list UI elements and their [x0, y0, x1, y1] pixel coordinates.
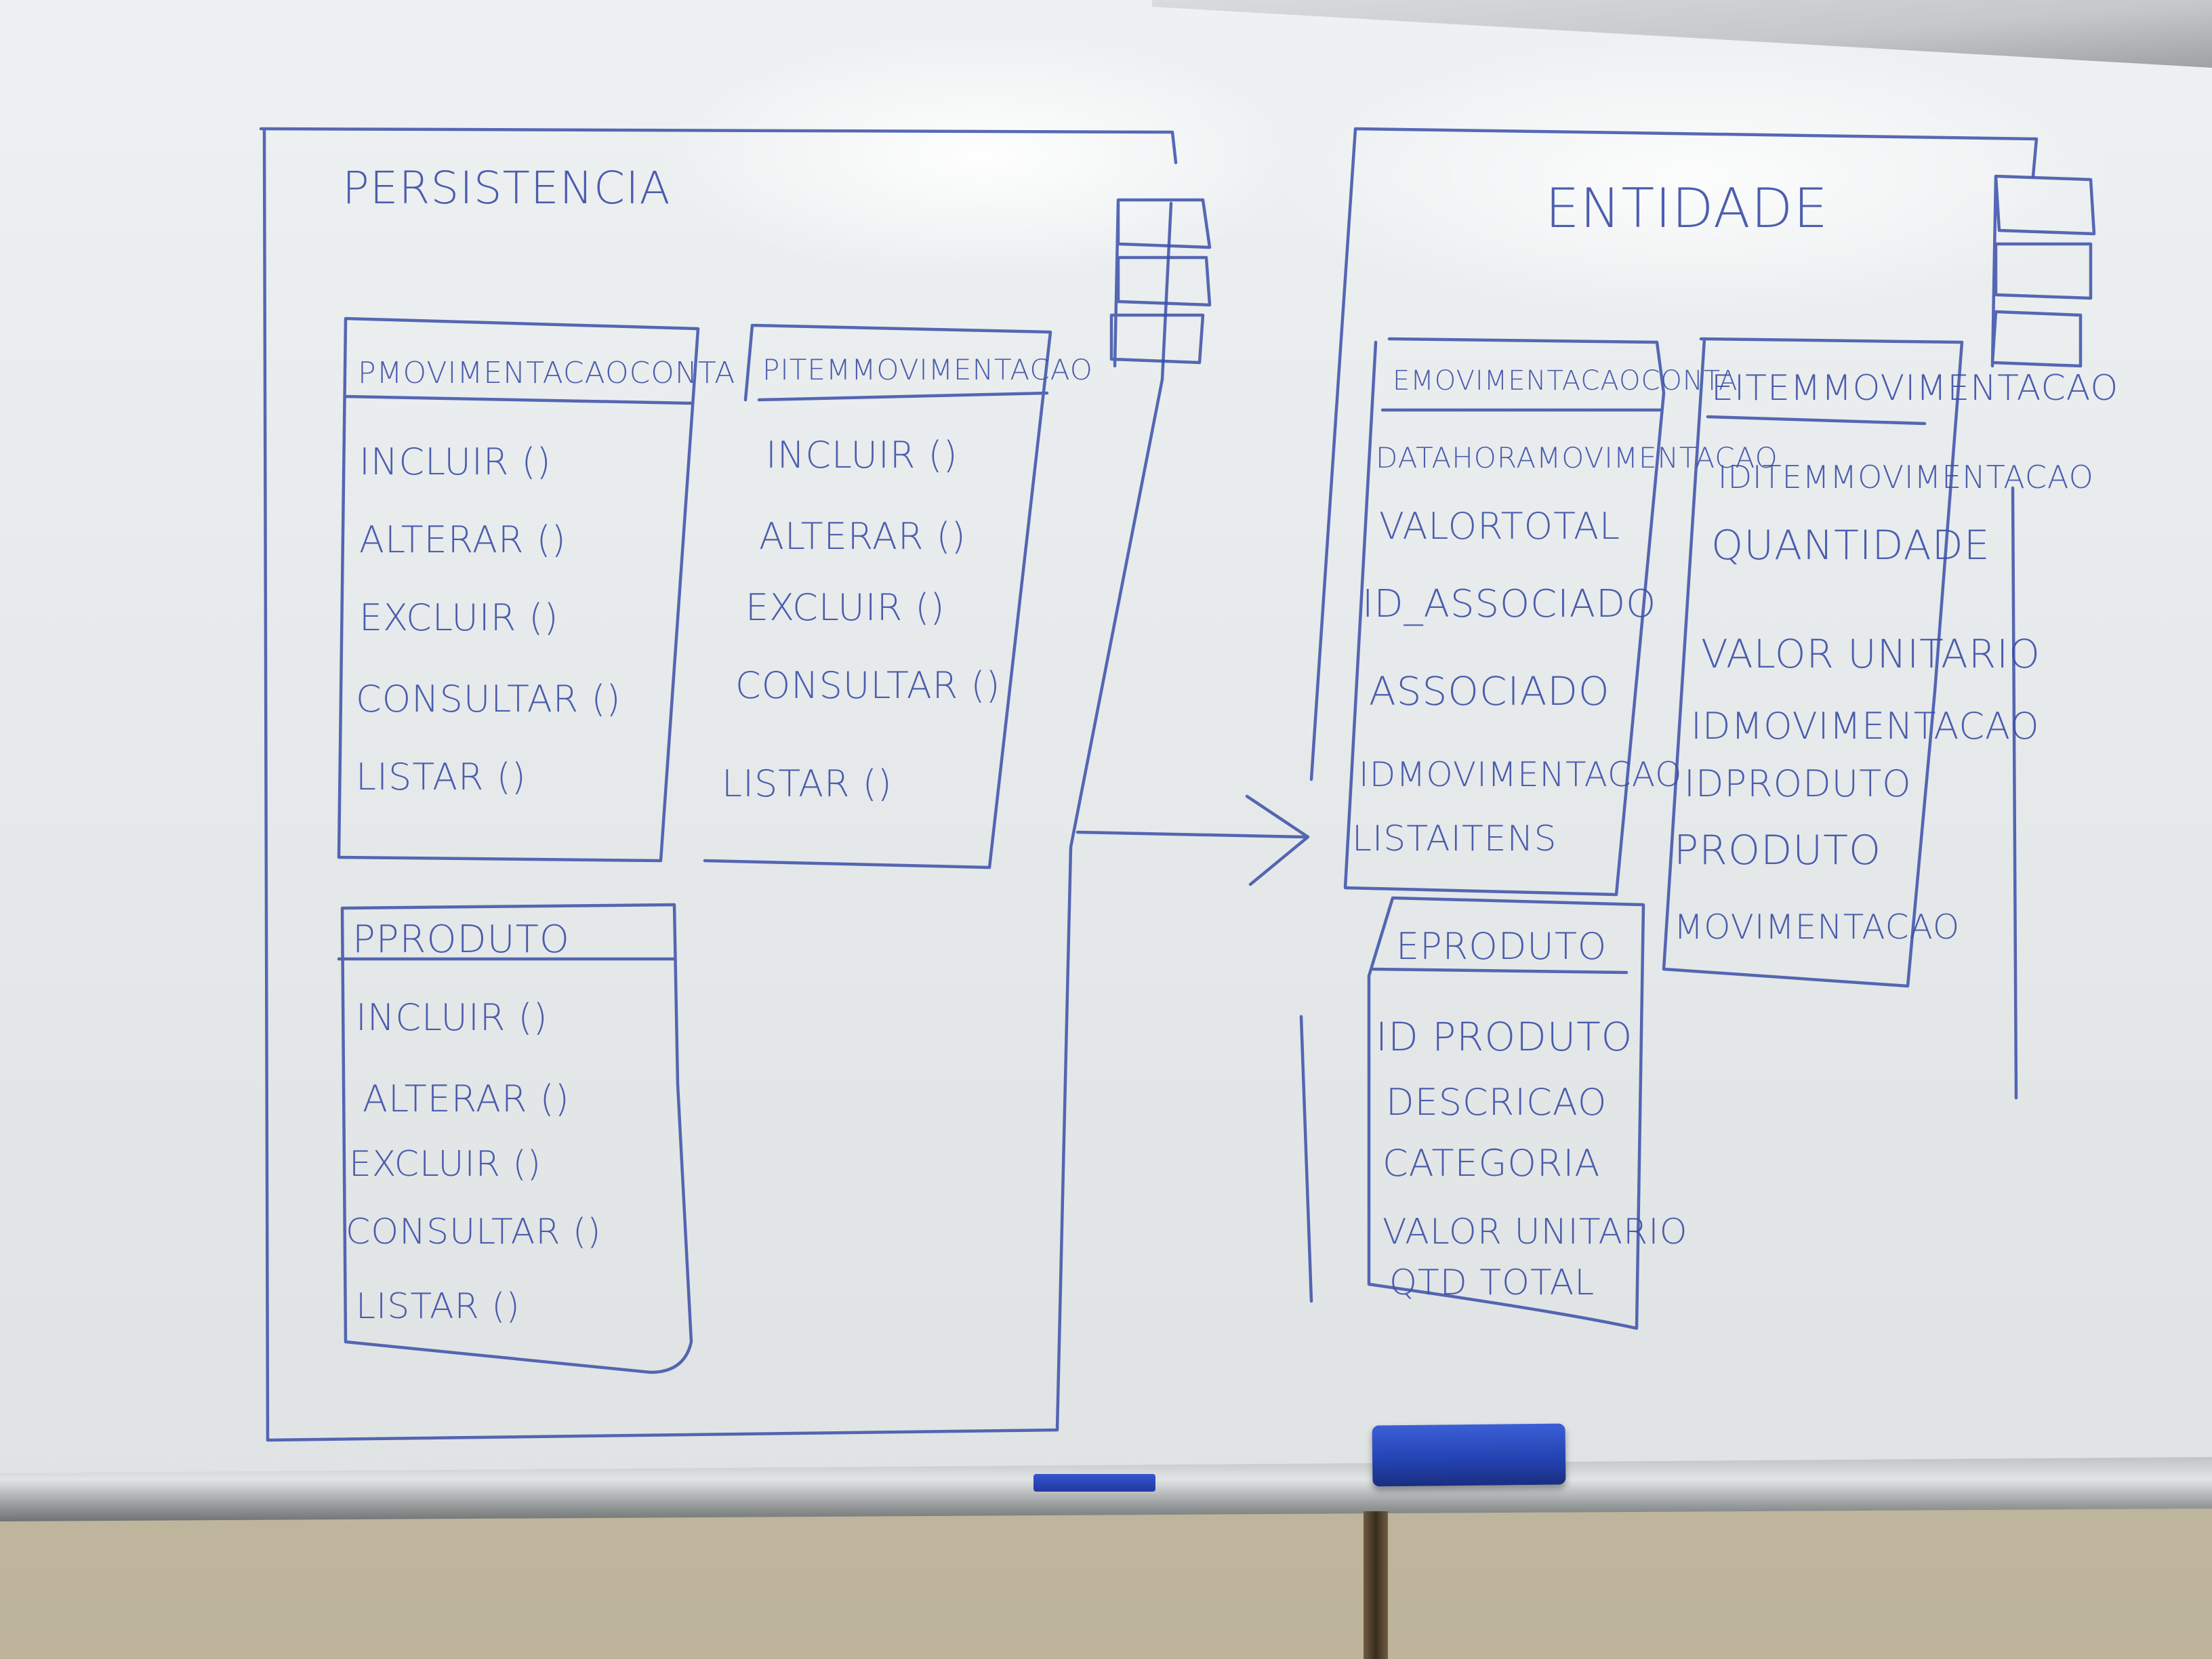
entidade-package-frame [1299, 127, 2039, 1303]
method: EXCLUIR () [745, 586, 945, 629]
method: CONSULTAR () [356, 678, 621, 720]
attribute: DESCRICAO [1386, 1081, 1607, 1124]
method: LISTAR () [722, 762, 893, 805]
entidade-title: ENTIDADE [1545, 177, 1828, 240]
attribute: DATAHORAMOVIMENTACAO [1376, 441, 1778, 474]
wall-panel-joint [1364, 1511, 1388, 1659]
class-name: EITEMMOVIMENTACAO [1711, 368, 2118, 409]
attribute: VALORTOTAL [1379, 505, 1620, 548]
class-name: PITEMMOVIMENTACAO [762, 353, 1093, 386]
method: EXCLUIR () [359, 596, 559, 639]
class-name: PMOVIMENTACAOCONTA [358, 356, 735, 390]
method: CONSULTAR () [346, 1212, 602, 1252]
attribute: MOVIMENTACAO [1674, 907, 1960, 947]
arrow [1076, 794, 1310, 886]
attribute: LISTAITENS [1352, 819, 1557, 859]
class-eitemmovimentacao: EITEMMOVIMENTACAO IDITEMMOVIMENTACAO QUA… [1662, 337, 2118, 988]
class-box [703, 323, 1052, 869]
class-box [337, 316, 700, 863]
attribute: VALOR UNITARIO [1382, 1212, 1688, 1252]
whiteboard [0, 0, 2212, 1498]
method: ALTERAR () [363, 1078, 570, 1120]
method: INCLUIR () [766, 434, 958, 476]
attribute: ASSOCIADO [1369, 668, 1610, 714]
class-pproduto: PPRODUTO INCLUIR () ALTERAR () EXCLUIR (… [337, 903, 693, 1374]
class-box [337, 903, 693, 1374]
method: INCLUIR () [356, 996, 548, 1039]
attribute: CATEGORIA [1382, 1142, 1600, 1185]
class-eproduto: EPRODUTO ID PRODUTO DESCRICAO CATEGORIA … [1367, 896, 1688, 1330]
class-box [1343, 337, 1666, 897]
method: CONSULTAR () [735, 664, 1001, 707]
method: LISTAR () [356, 1286, 520, 1327]
component-icon [1990, 174, 2096, 368]
blue-marker [1033, 1474, 1155, 1492]
attribute: IDITEMMOVIMENTACAO [1718, 459, 2094, 495]
dependency-arrow [1076, 794, 1310, 886]
persistencia-title: PERSISTENCIA [342, 162, 671, 214]
class-name: PPRODUTO [352, 918, 570, 962]
attribute: IDMOVIMENTACAO [1691, 705, 2040, 747]
method: INCLUIR () [359, 441, 552, 483]
attribute: ID_ASSOCIADO [1362, 582, 1656, 626]
attribute: VALOR UNITARIO [1701, 631, 2041, 677]
class-pitemmovimentacao: PITEMMOVIMENTACAO INCLUIR () ALTERAR () … [703, 323, 1093, 869]
component-icon [1109, 198, 1212, 368]
method: ALTERAR () [359, 518, 567, 561]
class-emovimentacaoconta: EMOVIMENTACAOCONTA DATAHORAMOVIMENTACAO … [1343, 337, 1778, 897]
attribute: QUANTIDADE [1711, 522, 1990, 569]
method: ALTERAR () [759, 515, 966, 558]
method: EXCLUIR () [349, 1144, 541, 1185]
class-name: EMOVIMENTACAOCONTA [1393, 365, 1738, 396]
class-box [1367, 896, 1645, 1330]
persistencia-package-frame [259, 127, 1178, 1442]
attribute: IDPRODUTO [1684, 762, 1912, 805]
attribute: IDMOVIMENTACAO [1359, 755, 1683, 794]
class-box [1662, 337, 1964, 988]
class-name: EPRODUTO [1396, 925, 1607, 968]
method: LISTAR () [356, 756, 527, 798]
attribute: PRODUTO [1674, 827, 1881, 874]
entidade-package: ENTIDADE EMOVIMENTACAOCONTA DATAHORAMOVI… [1299, 127, 2118, 1330]
class-pmovimentacaoconta: PMOVIMENTACAOCONTA INCLUIR () ALTERAR ()… [337, 316, 735, 863]
attribute: QTD TOTAL [1389, 1263, 1595, 1303]
persistencia-package: PERSISTENCIA PMOVIMENTACAOCONTA INCLUIR … [259, 127, 1212, 1442]
attribute: ID PRODUTO [1376, 1014, 1633, 1060]
